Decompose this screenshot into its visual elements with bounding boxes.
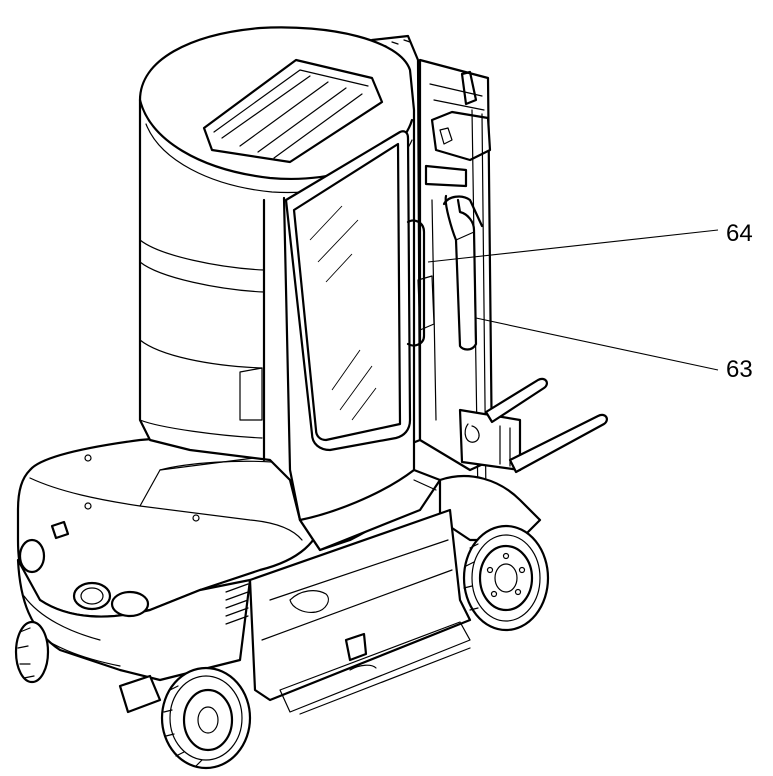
leader-line-63: [475, 317, 719, 371]
callout-63-label: 63: [726, 356, 753, 383]
left-rear-wheel: [160, 666, 252, 770]
forks: [484, 377, 608, 474]
roof-vents: [202, 58, 384, 164]
chassis: [248, 475, 542, 715]
leader-line-64: [427, 229, 719, 263]
cab: [138, 26, 442, 552]
left-front-wheel: [14, 620, 50, 684]
handrail: [442, 194, 484, 351]
callout-64-label: 64: [726, 220, 753, 247]
right-drive-wheel: [462, 524, 550, 632]
rear-body: [16, 428, 322, 714]
